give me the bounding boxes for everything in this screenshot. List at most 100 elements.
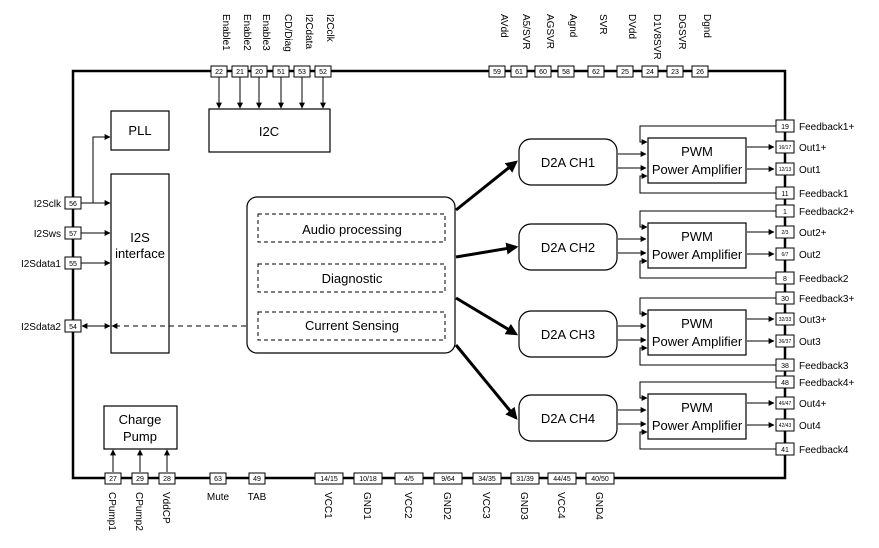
current-sensing-label: Current Sensing	[305, 318, 399, 333]
d2a-label-3: D2A CH3	[541, 327, 595, 342]
feedback-pos-wire-1	[639, 125, 776, 145]
pwm-block-2	[647, 222, 747, 269]
right-pin-label-out4: Out4+	[799, 399, 827, 410]
bottom-pin-number-vcc2: 4/5	[404, 476, 414, 483]
feedback-pos-wire-2	[639, 210, 776, 230]
top-pin-number-d1v8svr: 24	[646, 69, 654, 76]
bottom-pin-box-cpump2	[131, 472, 149, 485]
right-pin-label-feedback1: Feedback1+	[799, 122, 854, 133]
bottom-pin-label-cpump1: CPump1	[106, 492, 117, 531]
top-pin-number-agnd: 58	[562, 69, 570, 76]
right-pin-number-feedback4: 48	[781, 380, 789, 387]
pwm-label-line2-1: Power Amplifier	[652, 162, 743, 177]
audio-processing-label: Audio processing	[302, 222, 402, 237]
bottom-pin-number-vcc1: 14/15	[320, 476, 338, 483]
bottom-pin-box-gnd3	[510, 472, 540, 485]
top-pin-number-dvdd: 25	[621, 69, 629, 76]
top-pin-box-a5-svr	[510, 65, 528, 78]
diagnostic-label: Diagnostic	[322, 271, 383, 286]
i2s-label-line2: interface	[115, 246, 165, 261]
top-pin-box-dgsvr	[666, 65, 684, 78]
d2a-label-4: D2A CH4	[541, 411, 595, 426]
top-pin-box-agnd	[557, 65, 575, 78]
right-pin-number-feedback1: 19	[781, 124, 789, 131]
right-pin-box-out1	[775, 162, 795, 176]
bottom-pin-box-vcc4	[547, 472, 577, 485]
right-pin-number-feedback2: 1	[783, 209, 787, 216]
bottom-pin-label-gnd4: GND4	[593, 492, 604, 520]
top-pin-number-dgsvr: 23	[671, 69, 679, 76]
left-pin-label-i2sws: I2Sws	[34, 229, 61, 240]
bottom-pin-box-gnd4	[585, 472, 615, 485]
top-pin-box-svr	[587, 65, 605, 78]
right-pin-box-out4	[775, 418, 795, 432]
top-pin-number-avdd: 59	[493, 69, 501, 76]
bottom-pin-label-vddcp: VddCP	[160, 492, 171, 524]
pwm-block-4	[647, 393, 747, 440]
i2c-block: I2C	[208, 108, 331, 153]
feedback-pos-wire-4	[639, 381, 776, 401]
pll-block: PLL	[110, 110, 170, 151]
pwm-block-1	[647, 137, 747, 184]
top-pin-box-d1v8svr	[641, 65, 659, 78]
bottom-pin-label-cpump2: CPump2	[133, 492, 144, 531]
right-pin-label-feedback1: Feedback1	[799, 189, 849, 200]
feedback-neg-wire-4	[639, 429, 776, 450]
top-pin-label-avdd: AVdd	[498, 14, 509, 38]
d2a-label-2: D2A CH2	[541, 240, 595, 255]
right-pin-box-feedback2	[775, 204, 795, 218]
left-pin-number-i2sdata2: 54	[69, 324, 77, 331]
bottom-pin-label-vcc2: VCC2	[402, 492, 413, 519]
top-pin-label-dgnd: Dgnd	[701, 14, 712, 38]
bottom-pin-label-vcc3: VCC3	[480, 492, 491, 519]
right-pin-box-out3	[775, 334, 795, 348]
top-pin-label-dgsvr: DGSVR	[676, 14, 687, 50]
right-pin-box-feedback1	[775, 119, 795, 133]
top-pin-number-svr: 62	[592, 69, 600, 76]
pwm-label-line1-2: PWM	[681, 229, 713, 244]
left-pin-box-i2sdata2	[64, 319, 82, 333]
bottom-pin-box-vddcp	[158, 472, 176, 485]
top-pin-number-a5-svr: 61	[515, 69, 523, 76]
feedback-neg-wire-1	[639, 173, 776, 194]
bottom-pin-label-gnd2: GND2	[441, 492, 452, 520]
charge-pump-block: Charge Pump	[103, 405, 178, 450]
d2a-label-1: D2A CH1	[541, 155, 595, 170]
dsp-to-d2a-arrow-3	[455, 296, 519, 336]
top-pin-number-agsvr: 60	[539, 69, 547, 76]
top-pin-number-enable2: 21	[236, 69, 244, 76]
right-pin-box-feedback3	[775, 358, 795, 372]
bottom-pin-number-gnd3: 31/39	[516, 476, 534, 483]
pwm-label-line1-3: PWM	[681, 316, 713, 331]
right-pin-box-feedback1	[775, 186, 795, 200]
charge-pump-label-line1: Charge	[119, 412, 162, 427]
right-pin-label-feedback3: Feedback3	[799, 361, 849, 372]
pll-label: PLL	[128, 123, 151, 138]
i2c-label: I2C	[259, 124, 279, 139]
left-pin-number-i2sws: 57	[69, 231, 77, 238]
top-pin-label-dvdd: DVdd	[626, 14, 637, 39]
pwm-label-line2-4: Power Amplifier	[652, 418, 743, 433]
dsp-to-d2a-arrow-2	[455, 242, 519, 259]
pwm-label-line2-3: Power Amplifier	[652, 334, 743, 349]
right-pin-number-out2: 6/7	[782, 252, 789, 258]
bottom-pin-box-vcc2	[394, 472, 424, 485]
right-pin-number-out4: 42/43	[779, 423, 792, 429]
left-pin-number-i2sdata1: 55	[69, 261, 77, 268]
feedback-pos-wire-3	[639, 297, 776, 317]
bottom-pin-number-vddcp: 28	[163, 476, 171, 483]
d2a-block-3	[518, 310, 618, 358]
top-pin-label-cd-diag: CD/Diag	[282, 14, 293, 52]
bottom-pin-number-gnd4: 40/50	[591, 476, 609, 483]
left-pin-number-i2sclk: 56	[69, 201, 77, 208]
bottom-pin-box-vcc1	[314, 472, 344, 485]
top-pin-box-dvdd	[616, 65, 634, 78]
right-pin-number-out3: 36/37	[779, 339, 792, 345]
right-pin-box-feedback4	[775, 375, 795, 389]
bottom-pin-number-gnd2: 9/64	[441, 476, 455, 483]
bottom-pin-box-cpump1	[104, 472, 122, 485]
charge-pump-label-line2: Pump	[123, 429, 157, 444]
right-pin-number-out1: 16/17	[779, 145, 792, 151]
pwm-label-line2-2: Power Amplifier	[652, 247, 743, 262]
top-pin-number-enable1: 22	[215, 69, 223, 76]
